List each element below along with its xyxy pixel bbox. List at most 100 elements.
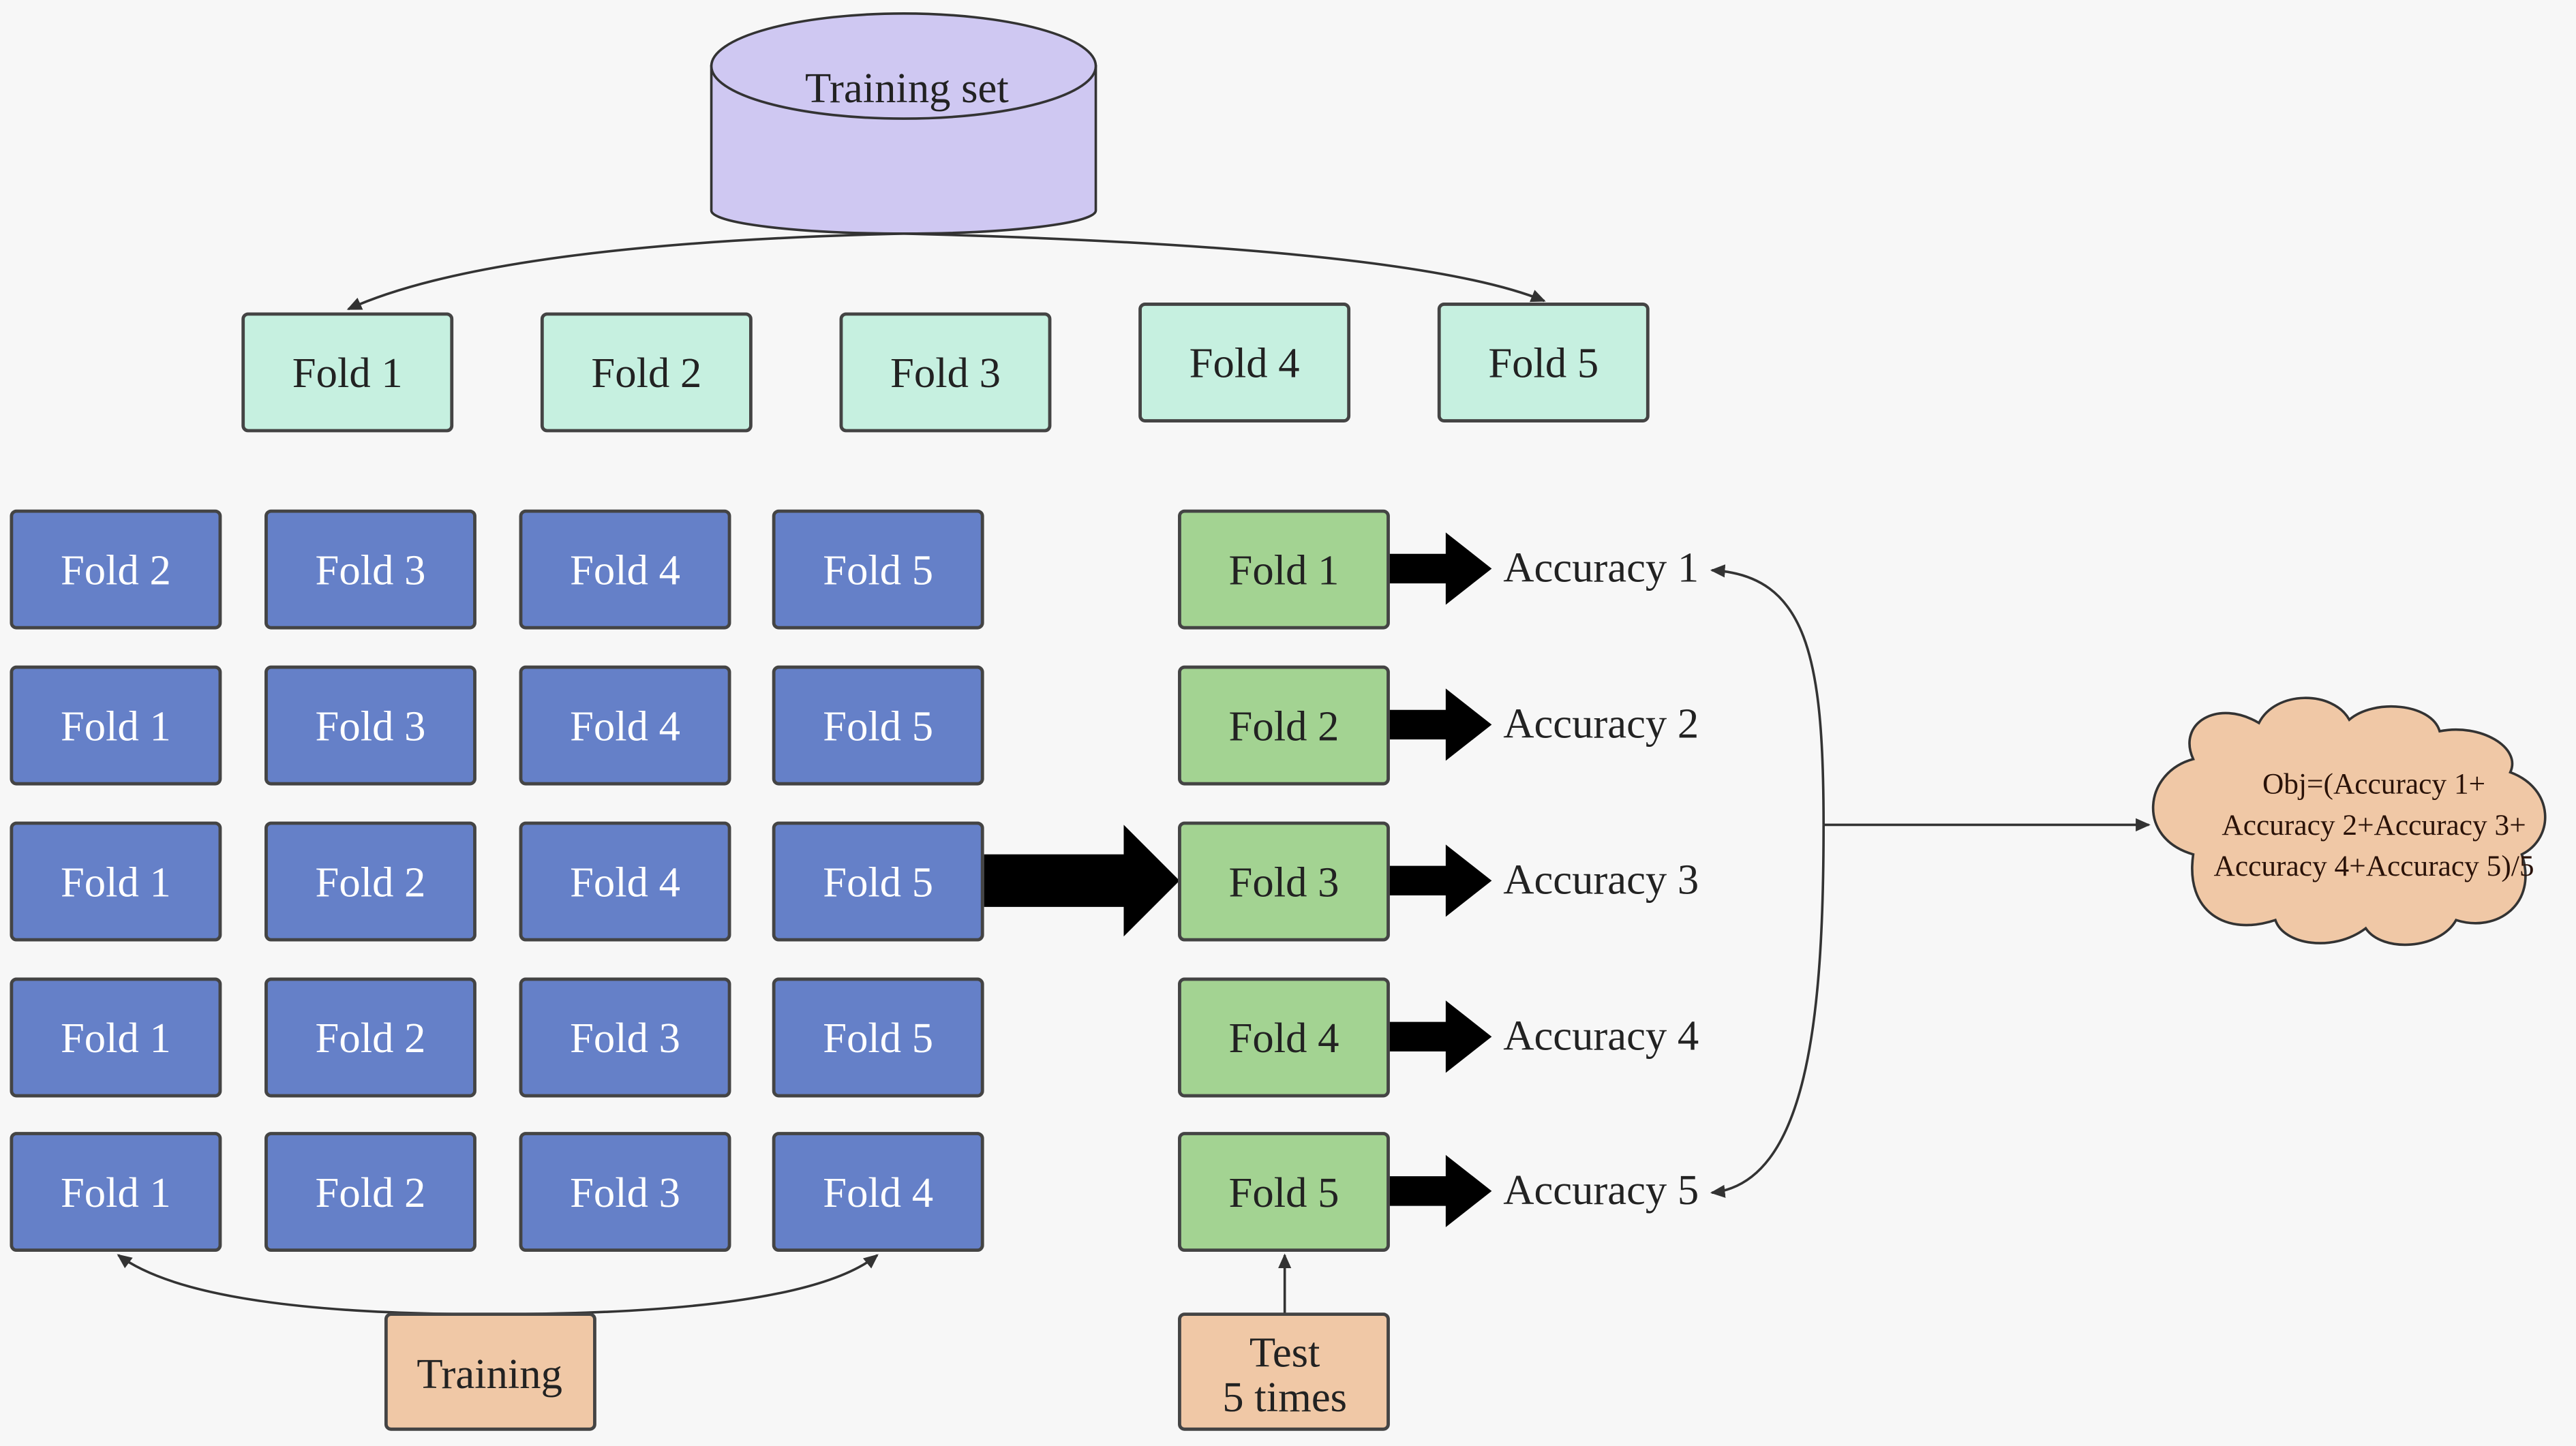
test-label-line-1: Test (1249, 1329, 1320, 1376)
accuracy-arrow-icon (1389, 844, 1492, 917)
training-fold-r5c4-label: Fold 4 (823, 1169, 933, 1216)
objective-line-2: Accuracy 2+Accuracy 3+ (2222, 809, 2526, 842)
training-fold-r5c1-label: Fold 1 (61, 1169, 171, 1216)
training-fold-r2c4: Fold 5 (772, 665, 984, 786)
training-fold-r4c4-label: Fold 5 (823, 1014, 933, 1062)
top-fold-1-rect (241, 312, 454, 433)
objective-cloud: Obj=(Accuracy 1+ Accuracy 2+Accuracy 3+ … (2151, 696, 2547, 947)
training-fold-r4c3-rect (519, 977, 731, 1098)
training-fold-r1c3-rect (519, 509, 731, 630)
training-fold-r4c1-rect (10, 977, 222, 1098)
accuracy-label-2: Accuracy 2 (1503, 700, 1699, 748)
test-fold-5: Fold 5 (1178, 1132, 1390, 1252)
top-fold-4: Fold 4 (1138, 303, 1351, 422)
accuracy-arrow-icon (1389, 1154, 1492, 1227)
accuracy-label-1: Accuracy 1 (1503, 544, 1699, 591)
training-fold-r1c2: Fold 3 (264, 509, 476, 630)
training-fold-r3c4-rect (772, 821, 984, 942)
top-fold-1-label: Fold 1 (292, 349, 403, 397)
training-fold-r1c2-label: Fold 3 (316, 546, 426, 594)
training-fold-r2c2-rect (264, 665, 476, 786)
training-fold-r3c1-rect (10, 821, 222, 942)
training-fold-r5c4-rect (772, 1132, 984, 1252)
test-fold-1-rect (1178, 509, 1390, 630)
training-fold-r4c1: Fold 1 (10, 977, 222, 1098)
top-fold-2: Fold 2 (540, 312, 753, 433)
training-fold-r1c4: Fold 5 (772, 509, 984, 630)
top-fold-2-rect (540, 312, 753, 433)
training-fold-r5c3-label: Fold 3 (570, 1169, 680, 1216)
training-fold-r4c4: Fold 5 (772, 977, 984, 1098)
training-fold-r1c4-rect (772, 509, 984, 630)
test-fold-1-label: Fold 1 (1229, 546, 1339, 594)
training-fold-r3c4-label: Fold 5 (823, 858, 933, 906)
accuracy-label-4: Accuracy 4 (1503, 1012, 1699, 1060)
training-label: Training (416, 1350, 562, 1398)
top-fold-4-rect (1138, 303, 1351, 422)
training-fold-r4c2: Fold 2 (264, 977, 476, 1098)
test-box-rect (1178, 1312, 1390, 1431)
training-fold-r5c1: Fold 1 (10, 1132, 222, 1252)
test-fold-5-rect (1178, 1132, 1390, 1252)
objective-line-3: Accuracy 4+Accuracy 5)/5 (2214, 850, 2534, 882)
training-fold-r2c4-label: Fold 5 (823, 702, 933, 750)
training-fold-r3c3-label: Fold 4 (570, 858, 680, 906)
test-fold-5-label: Fold 5 (1229, 1169, 1339, 1216)
training-fold-r2c3-rect (519, 665, 731, 786)
test-fold-3-label: Fold 3 (1229, 858, 1339, 906)
split-arrow-fold5 (903, 232, 1546, 303)
training-fold-r5c2-label: Fold 2 (316, 1169, 426, 1216)
training-fold-r4c3-label: Fold 3 (570, 1014, 680, 1062)
training-fold-r1c3: Fold 4 (519, 509, 731, 630)
test-fold-4-rect (1178, 977, 1390, 1098)
accuracy-arrow-icon (1389, 532, 1492, 605)
top-fold-1: Fold 1 (241, 312, 454, 433)
accuracy-label-3: Accuracy 3 (1503, 856, 1699, 904)
training-fold-r2c1-rect (10, 665, 222, 786)
training-fold-r5c2: Fold 2 (264, 1132, 476, 1252)
training-fold-r1c4-label: Fold 5 (823, 546, 933, 594)
training-fold-r3c4: Fold 5 (772, 821, 984, 942)
test-label-line-2: 5 times (1222, 1373, 1347, 1421)
training-fold-r1c2-rect (264, 509, 476, 630)
training-fold-r2c1: Fold 1 (10, 665, 222, 786)
top-fold-5-rect (1437, 303, 1650, 422)
training-fold-r5c3: Fold 3 (519, 1132, 731, 1252)
training-box: Training (384, 1312, 596, 1431)
training-set-label: Training set (805, 64, 1009, 112)
top-fold-2-label: Fold 2 (591, 349, 701, 397)
training-fold-r3c3: Fold 4 (519, 821, 731, 942)
training-fold-r5c3-rect (519, 1132, 731, 1252)
training-fold-r3c2-rect (264, 821, 476, 942)
training-fold-r4c1-label: Fold 1 (61, 1014, 171, 1062)
training-fold-r2c2: Fold 3 (264, 665, 476, 786)
test-fold-2-label: Fold 2 (1229, 702, 1339, 750)
accuracy-label-5: Accuracy 5 (1503, 1166, 1699, 1214)
training-fold-r3c3-rect (519, 821, 731, 942)
test-fold-3-rect (1178, 821, 1390, 942)
training-fold-r4c3: Fold 3 (519, 977, 731, 1098)
top-fold-3: Fold 3 (839, 312, 1052, 433)
objective-line-1: Obj=(Accuracy 1+ (2262, 768, 2485, 801)
big-arrow-icon (984, 825, 1180, 937)
training-fold-r5c2-rect (264, 1132, 476, 1252)
top-fold-3-label: Fold 3 (890, 349, 1001, 397)
test-fold-3: Fold 3 (1178, 821, 1390, 942)
training-fold-r1c3-label: Fold 4 (570, 546, 680, 594)
training-fold-r4c2-rect (264, 977, 476, 1098)
training-fold-r3c1-label: Fold 1 (61, 858, 171, 906)
training-set-cylinder: Training set (710, 12, 1097, 235)
test-fold-2: Fold 2 (1178, 665, 1390, 786)
training-fold-r2c3: Fold 4 (519, 665, 731, 786)
training-fold-r3c1: Fold 1 (10, 821, 222, 942)
training-fold-r1c1-rect (10, 509, 222, 630)
training-fold-r1c1: Fold 2 (10, 509, 222, 630)
training-fold-r3c2: Fold 2 (264, 821, 476, 942)
training-fold-r4c4-rect (772, 977, 984, 1098)
top-fold-4-label: Fold 4 (1189, 339, 1300, 387)
top-fold-5: Fold 5 (1437, 303, 1650, 422)
training-fold-r1c1-label: Fold 2 (61, 546, 171, 594)
